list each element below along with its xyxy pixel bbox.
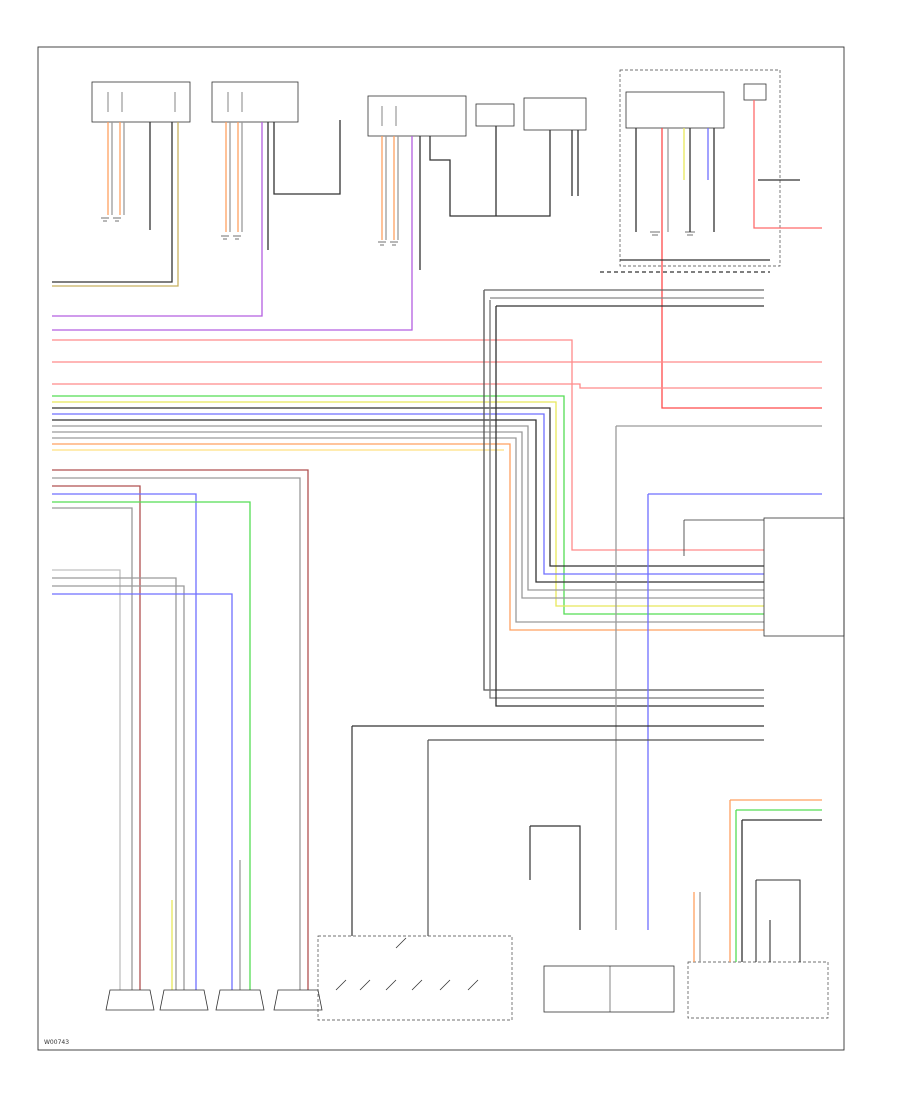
top-component-wires xyxy=(52,100,822,409)
steering-switches xyxy=(317,725,764,1021)
page-code: W00743 xyxy=(44,1039,69,1046)
right-module xyxy=(683,517,845,637)
diagram-frame xyxy=(37,46,845,1051)
speakers xyxy=(105,989,323,1011)
bottom-right-modules xyxy=(543,799,829,1019)
horizontal-bus xyxy=(52,289,822,930)
speaker-wires xyxy=(52,469,309,990)
top-components xyxy=(91,69,781,267)
